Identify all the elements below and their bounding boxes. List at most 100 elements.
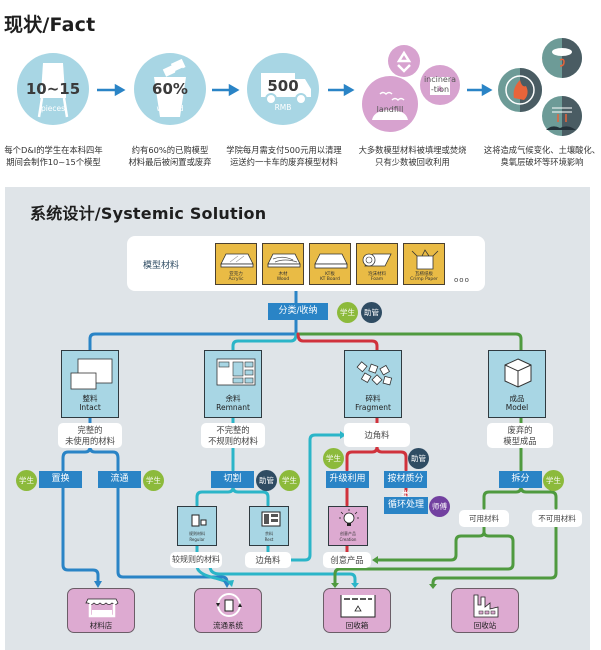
model-description: 废弃的 模型成品 bbox=[487, 423, 553, 448]
sub-regular[interactable]: 规则材料 Regular bbox=[177, 506, 217, 546]
regular-pieces-icon bbox=[191, 514, 207, 527]
desc-line: 完整的 bbox=[77, 425, 103, 435]
destination-recycle-box[interactable]: 回收箱 bbox=[323, 588, 391, 633]
intact-description: 完整的 未使用的材料 bbox=[58, 423, 122, 448]
fact-circle-rmb: 500 RMB bbox=[247, 53, 319, 125]
student-badge: 学生 bbox=[543, 470, 564, 491]
fact-caption-4: 大多数模型材料被填埋或焚烧 只有少数被回收利用 bbox=[356, 144, 469, 168]
action-upcycle[interactable]: 升级利用 bbox=[326, 471, 369, 488]
rest-pieces-icon bbox=[261, 511, 281, 527]
sub-creation[interactable]: 创意产品 Creation bbox=[328, 506, 368, 546]
more-materials-ellipsis[interactable]: ooo bbox=[454, 276, 470, 284]
student-badge: 学生 bbox=[337, 302, 358, 323]
path-usable-to-recycle-box bbox=[333, 530, 515, 586]
category-cn: 碎料 bbox=[365, 394, 381, 403]
intact-sheets-icon bbox=[70, 358, 113, 390]
cardboard-box-icon bbox=[411, 249, 439, 270]
destination-label: 流通系统 bbox=[213, 621, 243, 630]
burning-earth-icon bbox=[498, 68, 542, 112]
action-circulate[interactable]: 流通 bbox=[98, 471, 141, 488]
category-intact[interactable]: 整料 Intact bbox=[61, 350, 119, 418]
recycle-icon bbox=[396, 50, 412, 73]
material-en: Wood bbox=[276, 277, 290, 282]
material-foam[interactable]: 泡沫材料 Foam bbox=[356, 243, 398, 285]
caption-line: 只有少数被回收利用 bbox=[375, 157, 450, 167]
category-remnant[interactable]: 余料 Remnant bbox=[204, 350, 262, 418]
category-model[interactable]: 成品 Model bbox=[488, 350, 546, 418]
fact-value-wasted: 60% bbox=[152, 80, 188, 98]
incineration-label-1: incinera bbox=[423, 75, 457, 84]
path-usable-to-creation bbox=[374, 524, 486, 562]
desc-line: 不完整的 bbox=[216, 425, 250, 435]
category-en: Fragment bbox=[355, 403, 391, 412]
sub-en: Regular bbox=[189, 537, 205, 542]
action-disassemble[interactable]: 拆分 bbox=[499, 471, 542, 488]
category-en: Remnant bbox=[216, 403, 250, 412]
assistant-badge: 助管 bbox=[256, 470, 277, 491]
caption-line: 材料最后被闲置或废弃 bbox=[128, 157, 212, 167]
caption-line: 约有60%的已购模型 bbox=[131, 145, 209, 155]
creation-tag: 创意产品 bbox=[323, 552, 371, 568]
action-recycle-process[interactable]: 循环处理 bbox=[384, 497, 428, 514]
material-crimp-paper[interactable]: 瓦楞纸板 Crimp Paper bbox=[403, 243, 445, 285]
student-badge: 学生 bbox=[16, 470, 37, 491]
category-fragment[interactable]: 碎料 Fragment bbox=[344, 350, 402, 418]
caption-line: 臭氧层破坏等环境影响 bbox=[500, 157, 584, 167]
chair-icon bbox=[37, 63, 69, 118]
caption-line: 每个D&I的学生在本科四年 bbox=[4, 145, 103, 155]
category-en: Intact bbox=[79, 403, 101, 412]
destination-circulation[interactable]: 流通系统 bbox=[194, 588, 262, 633]
path-unusable-to-station bbox=[431, 524, 558, 587]
fact-caption-2: 约有60%的已购模型 材料最后被闲置或废弃 bbox=[122, 144, 218, 168]
fact-caption-5: 这将造成气候变化、土壤酸化、 臭氧层破坏等环境影响 bbox=[483, 144, 601, 168]
incineration-circle: incinera -tion bbox=[420, 65, 460, 105]
material-cn: 亚克力 bbox=[229, 272, 243, 277]
recycle-circle bbox=[388, 45, 420, 77]
fragment-description: 边角料 bbox=[344, 423, 410, 447]
sort-storage-label: 分类/收纳 bbox=[268, 303, 328, 320]
fact-caption-3: 学院每月需支付500元用以清理 运送约一卡车的废弃模型材料 bbox=[220, 144, 348, 168]
category-cn: 余料 bbox=[225, 394, 241, 403]
category-cn: 成品 bbox=[509, 394, 525, 403]
sub-en: Rest bbox=[264, 537, 274, 542]
kt-board-icon bbox=[314, 253, 348, 269]
destination-store[interactable]: 材料店 bbox=[67, 588, 135, 633]
student-badge: 学生 bbox=[279, 470, 300, 491]
destination-recycling-station[interactable]: 回收站 bbox=[451, 588, 519, 633]
wood-sheet-icon bbox=[267, 253, 301, 268]
landfill-label: landfill bbox=[376, 105, 404, 114]
action-replace[interactable]: 置换 bbox=[39, 471, 82, 488]
materials-label: 模型材料 bbox=[143, 261, 180, 271]
solution-title: 系统设计/Systemic Solution bbox=[30, 204, 267, 223]
sub-cn: 规则材料 bbox=[189, 531, 205, 536]
cube-icon bbox=[504, 358, 532, 388]
remnant-description: 不完整的 不规则的材料 bbox=[201, 423, 265, 448]
store-icon bbox=[85, 598, 119, 618]
material-wood[interactable]: 木材 Wood bbox=[262, 243, 304, 285]
action-sort-by-material[interactable]: 按材质分类 bbox=[384, 471, 427, 501]
desc-line: 未使用的材料 bbox=[65, 436, 115, 446]
master-badge: 师傅 bbox=[429, 496, 450, 517]
sub-rest[interactable]: 余料 Rest bbox=[249, 506, 289, 546]
branch-fragment bbox=[296, 332, 379, 352]
branch-intact bbox=[88, 332, 298, 352]
material-cn: 泡沫材料 bbox=[368, 272, 386, 277]
action-cut[interactable]: 切割 bbox=[211, 471, 254, 488]
recycling-plant-icon bbox=[473, 594, 499, 618]
student-badge: 学生 bbox=[143, 470, 164, 491]
ozone-sun-icon bbox=[542, 96, 582, 136]
destination-label: 回收箱 bbox=[345, 621, 369, 630]
assistant-badge: 助管 bbox=[408, 448, 429, 469]
material-kt-board[interactable]: KT板 KT Board bbox=[309, 243, 351, 285]
material-cn: KT板 bbox=[325, 272, 335, 277]
recycle-bin-icon bbox=[340, 595, 376, 618]
fact-circle-wasted: 60% wasted bbox=[134, 53, 206, 125]
caption-line: 期间会制作10~15个模型 bbox=[6, 157, 101, 167]
sub-cn: 余料 bbox=[265, 531, 273, 536]
branch-model bbox=[296, 332, 523, 352]
fact-unit-rmb: RMB bbox=[274, 103, 292, 112]
caption-line: 这将造成气候变化、土壤酸化、 bbox=[483, 145, 601, 155]
material-acrylic[interactable]: 亚克力 Acrylic bbox=[215, 243, 257, 285]
incineration-label-2: -tion bbox=[430, 85, 450, 94]
